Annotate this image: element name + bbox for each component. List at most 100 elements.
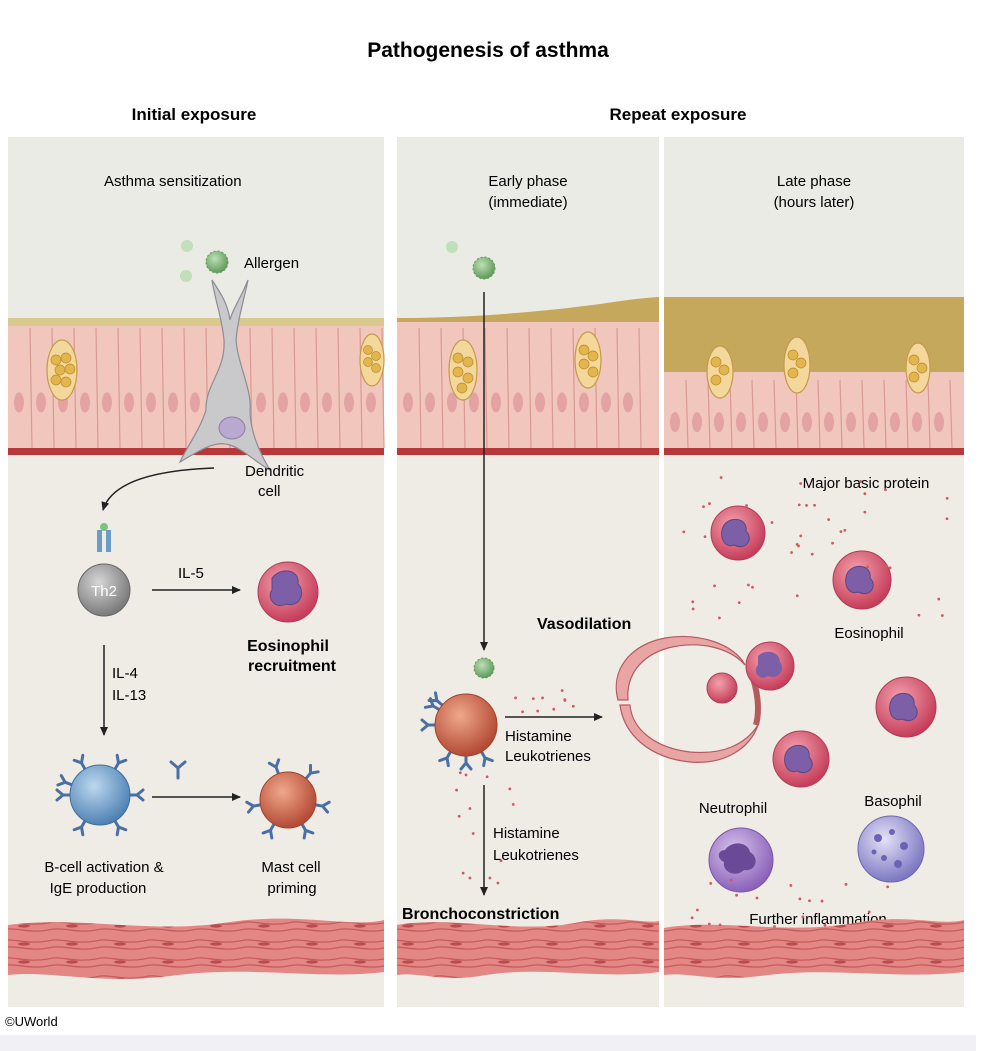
il4-label: IL-4 bbox=[112, 665, 138, 682]
cell-nucleus bbox=[300, 392, 310, 413]
bcell-label-1: B-cell activation & bbox=[44, 859, 163, 876]
panel-early-phase: Early phase (immediate) Histamine Leukot… bbox=[397, 137, 659, 1007]
cell-nucleus bbox=[736, 412, 746, 433]
mediator-histamine-1: Histamine bbox=[505, 728, 572, 745]
early-phase-subtitle-1: Early phase bbox=[488, 173, 567, 190]
airway-epithelium bbox=[8, 318, 385, 455]
airway-epithelium bbox=[397, 322, 659, 455]
allergen-label: Allergen bbox=[244, 255, 299, 272]
airway-epithelium bbox=[664, 336, 964, 455]
mastcell-label-2: priming bbox=[267, 880, 316, 897]
airway-lumen bbox=[8, 137, 384, 322]
basophil-label: Basophil bbox=[864, 793, 922, 810]
activated-mast-cell bbox=[420, 657, 498, 771]
early-phase-subtitle-2: (immediate) bbox=[488, 194, 567, 211]
mediator-leukotrienes-1: Leukotrienes bbox=[505, 748, 591, 765]
eosinophil-cell bbox=[257, 561, 319, 623]
eosinophil-cell bbox=[772, 730, 830, 788]
neutrophil-label: Neutrophil bbox=[699, 800, 767, 817]
basophil-cell bbox=[857, 815, 925, 883]
goblet-cell bbox=[448, 339, 478, 401]
smooth-muscle bbox=[664, 919, 964, 978]
late-phase-subtitle-1: Late phase bbox=[777, 173, 851, 190]
mast-cell bbox=[245, 758, 331, 840]
cell-nucleus bbox=[469, 392, 479, 413]
th2-label: Th2 bbox=[91, 583, 117, 600]
basement-membrane bbox=[397, 448, 659, 455]
eosinophil-cell bbox=[875, 676, 937, 738]
dendritic-label-2: cell bbox=[258, 483, 281, 500]
smooth-muscle bbox=[8, 918, 384, 979]
dilated-blood-vessel bbox=[615, 635, 795, 763]
header-repeat-exposure: Repeat exposure bbox=[610, 105, 747, 124]
mbp-label: Major basic protein bbox=[803, 475, 930, 492]
panel-late-phase: Late phase (hours later) Major basic pro… bbox=[664, 137, 964, 1007]
cell-nucleus bbox=[846, 412, 856, 433]
eosinophil-recruitment-1: Eosinophil bbox=[247, 638, 329, 655]
vasodilation-label: Vasodilation bbox=[537, 616, 631, 633]
cell-nucleus bbox=[447, 392, 457, 413]
panel-initial-exposure: Allergen Dendritic cell Asthma sensitiza… bbox=[8, 137, 385, 1007]
allergen-particle bbox=[180, 240, 229, 282]
mediator-histamine-2: Histamine bbox=[493, 825, 560, 842]
airway-lumen bbox=[664, 137, 964, 297]
allergen-particle bbox=[446, 241, 496, 280]
bcell-label-2: IgE production bbox=[50, 880, 147, 897]
cell-nucleus bbox=[36, 392, 46, 413]
eosinophil-recruitment-2: recruitment bbox=[248, 658, 337, 675]
cell-nucleus bbox=[146, 392, 156, 413]
goblet-cell bbox=[574, 331, 602, 389]
il5-label: IL-5 bbox=[178, 565, 204, 582]
goblet-cell bbox=[359, 333, 385, 387]
th2-cell bbox=[77, 523, 131, 617]
cell-nucleus bbox=[758, 412, 768, 433]
cell-nucleus bbox=[344, 392, 354, 413]
cell-nucleus bbox=[168, 392, 178, 413]
cell-nucleus bbox=[403, 392, 413, 413]
cell-nucleus bbox=[868, 412, 878, 433]
migrating-eosinophil bbox=[706, 672, 738, 704]
cell-nucleus bbox=[670, 412, 680, 433]
header-initial-exposure: Initial exposure bbox=[132, 105, 257, 124]
cell-nucleus bbox=[491, 392, 501, 413]
cell-nucleus bbox=[256, 392, 266, 413]
cell-nucleus bbox=[557, 392, 567, 413]
mediator-leukotrienes-2: Leukotrienes bbox=[493, 847, 579, 864]
cell-nucleus bbox=[934, 412, 944, 433]
eosinophil-cell bbox=[832, 550, 892, 610]
b-cell bbox=[55, 753, 145, 837]
cell-nucleus bbox=[513, 392, 523, 413]
il13-label: IL-13 bbox=[112, 687, 146, 704]
copyright-label: ©UWorld bbox=[5, 1014, 58, 1029]
cell-nucleus bbox=[692, 412, 702, 433]
cell-nucleus bbox=[714, 412, 724, 433]
ige-antibody bbox=[169, 760, 187, 780]
cell-nucleus bbox=[278, 392, 288, 413]
eosinophil-cell bbox=[710, 505, 766, 561]
cell-nucleus bbox=[366, 392, 376, 413]
dendritic-label-1: Dendritic bbox=[245, 463, 305, 480]
mucus-layer bbox=[397, 297, 659, 326]
cell-nucleus bbox=[601, 392, 611, 413]
smooth-muscle bbox=[397, 919, 659, 978]
cell-nucleus bbox=[102, 392, 112, 413]
page-margin bbox=[976, 0, 1000, 1051]
cell-nucleus bbox=[890, 412, 900, 433]
mediator-particles bbox=[455, 476, 949, 928]
late-phase-subtitle-2: (hours later) bbox=[774, 194, 855, 211]
cell-nucleus bbox=[535, 392, 545, 413]
bronchoconstriction-label: Bronchoconstriction bbox=[402, 906, 559, 923]
cell-nucleus bbox=[802, 412, 812, 433]
figure-title: Pathogenesis of asthma bbox=[367, 39, 609, 62]
cell-nucleus bbox=[425, 392, 435, 413]
cell-nucleus bbox=[14, 392, 24, 413]
eosinophil-label: Eosinophil bbox=[834, 625, 903, 642]
dendritic-cell bbox=[178, 279, 272, 472]
cell-nucleus bbox=[780, 412, 790, 433]
airway-lumen bbox=[397, 137, 659, 322]
cell-nucleus bbox=[190, 392, 200, 413]
neutrophil-cell bbox=[708, 827, 774, 893]
cell-nucleus bbox=[912, 412, 922, 433]
cell-nucleus bbox=[579, 392, 589, 413]
